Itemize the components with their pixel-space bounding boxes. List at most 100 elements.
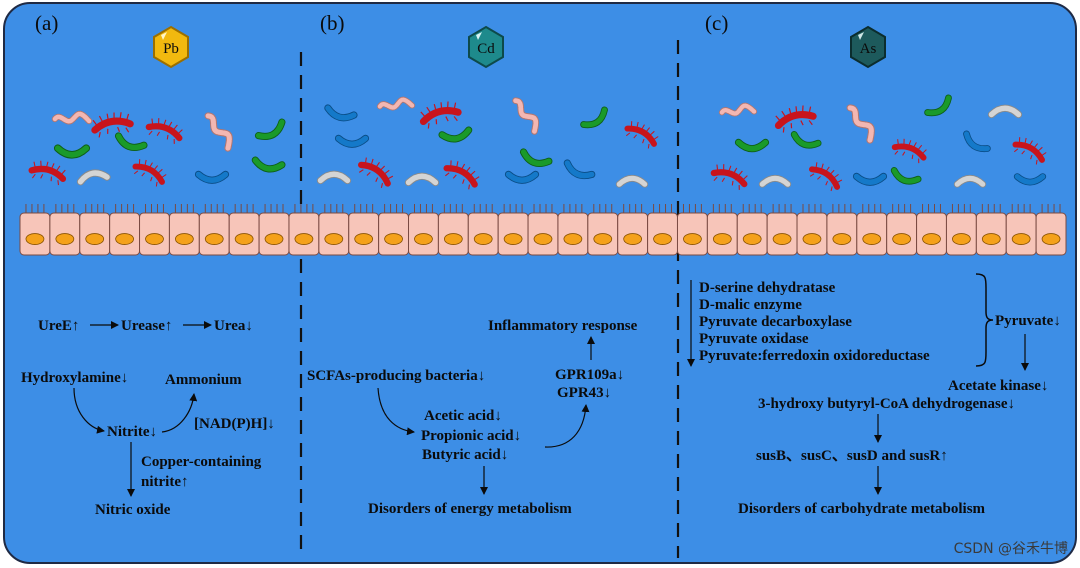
ammonium-label: Ammonium [165, 372, 242, 388]
urea-label: Urea↓ [214, 318, 253, 334]
epithelial-cell [1005, 204, 1037, 256]
epithelial-cell [796, 204, 828, 256]
epithelial-cell [647, 204, 678, 256]
epithelial-cell [168, 204, 200, 256]
cell-nucleus [55, 233, 75, 245]
epithelial-cell [258, 204, 290, 256]
cell-nucleus [324, 233, 344, 245]
epithelial-cell [198, 204, 230, 256]
cell-nucleus [384, 233, 403, 245]
cell-nucleus [952, 233, 971, 245]
energy-disorder-label: Disorders of energy metabolism [368, 501, 572, 517]
nadph-label: [NAD(P)H]↓ [194, 416, 275, 432]
epithelial-cell [288, 204, 320, 256]
cell-nucleus [772, 233, 792, 245]
intestinal-epithelium [19, 204, 1067, 256]
epithelial-cell [228, 204, 260, 256]
epithelial-cell [527, 204, 559, 256]
cell-nucleus [653, 233, 672, 245]
cell-nucleus [892, 233, 911, 245]
cell-nucleus [742, 233, 762, 245]
epithelial-cell [497, 204, 529, 256]
cell-nucleus [832, 233, 852, 245]
cell-nucleus [443, 233, 463, 245]
cell-nucleus [563, 233, 583, 245]
pb-badge: Pb [153, 25, 189, 69]
scfa-bacteria-label: SCFAs-producing bacteria↓ [307, 368, 485, 384]
epithelial-cell [408, 204, 439, 256]
cell-nucleus [354, 233, 374, 245]
epithelial-cell [19, 204, 51, 256]
uree-label: UreE↑ [38, 318, 79, 334]
epithelial-cell [79, 204, 111, 256]
gpr109a-label: GPR109a↓ [555, 367, 624, 383]
cell-nucleus [264, 233, 284, 245]
cell-nucleus [1011, 233, 1031, 245]
enzyme-3: Pyruvate decarboxylase [699, 314, 852, 330]
enzyme-5: Pyruvate:ferredoxin oxidoreductase [699, 348, 930, 364]
gpr43-label: GPR43↓ [557, 385, 611, 401]
watermark: CSDN @谷禾牛博 [954, 540, 1068, 557]
epithelial-cell [676, 204, 708, 256]
epithelial-cell [856, 204, 888, 256]
epithelial-cell [1035, 204, 1067, 256]
cell-nucleus [204, 233, 224, 245]
cell-nucleus [802, 233, 822, 245]
enzyme-1: D-serine dehydratase [699, 280, 836, 296]
cd-badge-label: Cd [477, 41, 495, 57]
propionic-acid-label: Propionic acid↓ [421, 428, 521, 444]
acetate-kinase-label: Acetate kinase↓ [948, 378, 1048, 394]
epithelial-cell [766, 204, 798, 256]
epithelial-cell [886, 204, 918, 256]
cell-nucleus [414, 233, 433, 245]
cell-nucleus [533, 233, 553, 245]
cell-nucleus [862, 233, 882, 245]
enzyme-2: D-malic enzyme [699, 297, 802, 313]
acids-to-gpr-arrow [544, 404, 590, 448]
epithelial-cell [916, 204, 947, 256]
nitrite-to-ammonium-arrow [161, 393, 198, 433]
nitrite-label: Nitrite↓ [107, 424, 157, 440]
cell-nucleus [503, 233, 523, 245]
cell-nucleus [593, 233, 613, 245]
urease-label: Urease↑ [121, 318, 172, 334]
epithelial-cell [587, 204, 619, 256]
epithelial-cell [109, 204, 141, 256]
copper-label-line2: nitrite↑ [141, 474, 188, 490]
epithelial-cell [49, 204, 81, 256]
scfa-to-acids-arrow [377, 387, 415, 436]
hydroxylamine-to-nitrite-arrow [73, 387, 105, 434]
cell-nucleus [145, 233, 164, 245]
epithelial-cell [348, 204, 380, 256]
sus-genes-label: susB、susC、susD and susR↑ [756, 448, 948, 464]
cell-nucleus [981, 233, 1001, 245]
cell-nucleus [85, 233, 105, 245]
cell-nucleus [115, 233, 134, 245]
panel-label-a: (a) [35, 11, 58, 35]
hydroxylamine-label: Hydroxylamine↓ [21, 370, 128, 386]
epithelial-cell [975, 204, 1007, 256]
cell-nucleus [712, 233, 732, 245]
epithelial-cell [437, 204, 469, 256]
epithelial-cell [945, 204, 977, 256]
carbohydrate-disorder-label: Disorders of carbohydrate metabolism [738, 501, 986, 517]
cd-badge: Cd [468, 25, 504, 69]
acetic-acid-label: Acetic acid↓ [424, 408, 502, 424]
epithelial-cell [467, 204, 499, 256]
epithelial-cell [378, 204, 410, 256]
enzyme-brace [975, 273, 994, 367]
panel-label-c: (c) [705, 11, 728, 35]
cell-nucleus [683, 233, 702, 245]
cell-nucleus [1041, 233, 1061, 245]
as-badge: As [850, 25, 886, 69]
panel-a-pathway: UreE↑ Urease↑ Urea↓ Hydroxylamine↓ Ammon… [21, 318, 275, 518]
epithelial-cell [617, 204, 649, 256]
panel-label-b: (b) [320, 11, 345, 35]
cell-nucleus [175, 233, 194, 245]
cell-nucleus [922, 233, 941, 245]
butyric-acid-label: Butyric acid↓ [422, 447, 508, 463]
cell-nucleus [294, 233, 314, 245]
as-badge-label: As [860, 41, 877, 57]
pyruvate-label: Pyruvate↓ [995, 313, 1061, 329]
